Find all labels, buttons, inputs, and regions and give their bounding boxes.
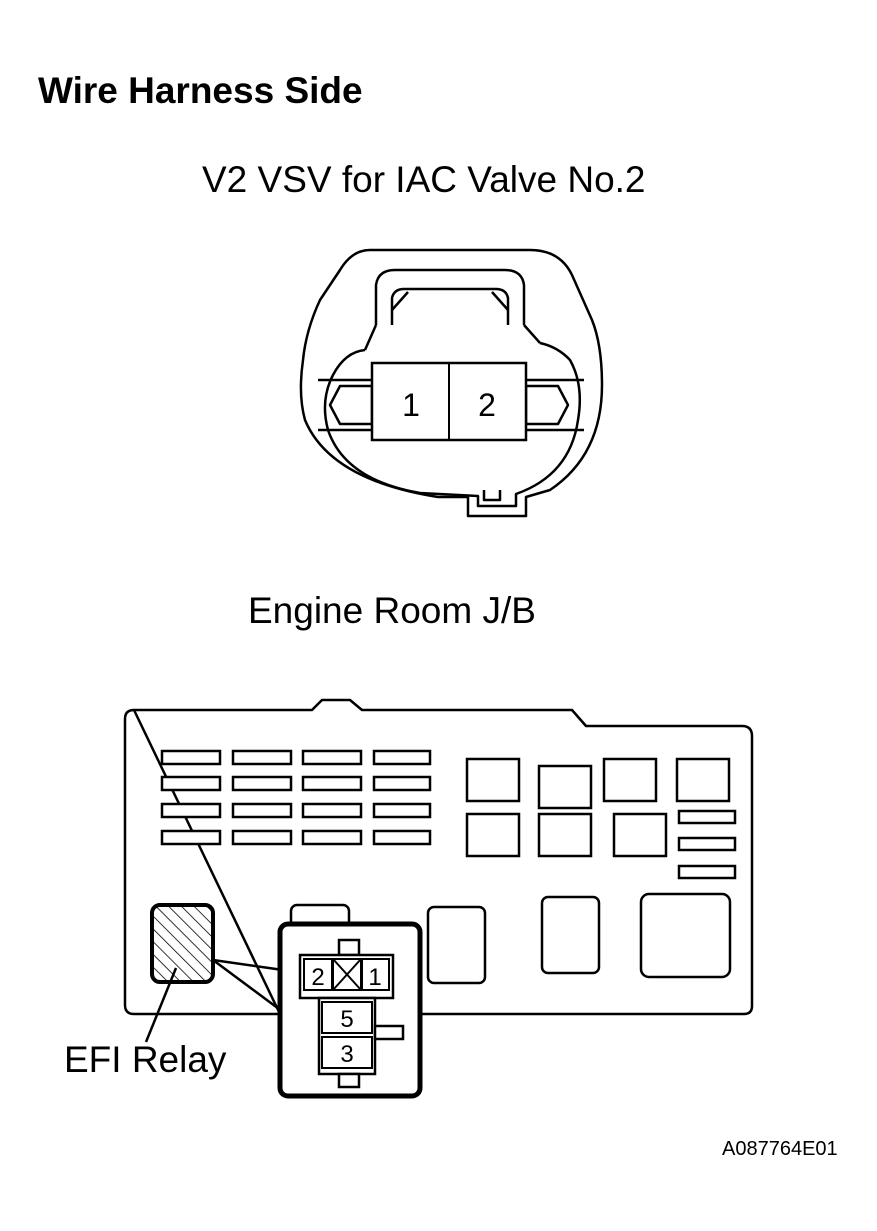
relay-pin-5: 5 [340,1006,353,1033]
efi-leader-line [144,967,178,1043]
connector-pin-1: 1 [402,387,420,423]
zoom-line-bottom [212,958,284,1014]
junction-block-title: Engine Room J/B [248,590,536,631]
efi-relay-pin-view: 2 1 5 3 [277,921,423,1099]
connector-title: V2 VSV for IAC Valve No.2 [202,159,646,200]
relay-pin-3: 3 [340,1041,353,1068]
relay-pin-2: 2 [311,964,324,991]
fuse-slots [160,749,432,846]
diagram-heading: Wire Harness Side [38,70,363,111]
relay-pin-1: 1 [368,964,381,991]
connector-pin-2: 2 [478,387,496,423]
figure-code: A087764E01 [722,1138,838,1160]
efi-relay-label: EFI Relay [64,1039,227,1080]
efi-relay [150,903,215,984]
zoom-line-top [212,958,284,972]
